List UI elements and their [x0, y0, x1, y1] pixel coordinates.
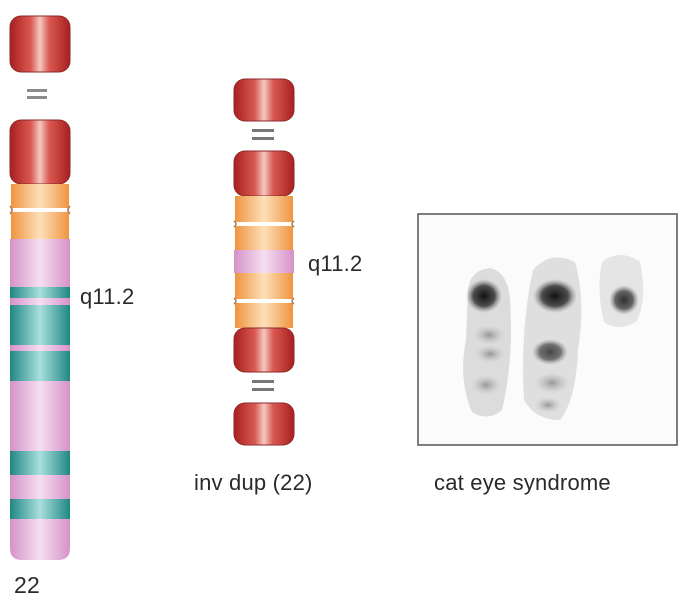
- chromosome-number-label: 22: [14, 572, 40, 598]
- band-teal: [10, 305, 70, 345]
- band-pink: [10, 239, 70, 287]
- band-orange: [235, 303, 293, 328]
- band-orange: [235, 273, 293, 299]
- band-teal: [10, 351, 70, 381]
- band-orange: [235, 226, 293, 250]
- band-pink: [10, 345, 70, 351]
- photo-chromosome-middle: [523, 257, 582, 420]
- short-arm-band: [9, 15, 71, 73]
- band-label-q11-left: q11.2: [80, 284, 135, 309]
- band-teal: [10, 499, 70, 519]
- stalk-mark: [252, 388, 274, 391]
- karyotype-photo: [417, 213, 678, 446]
- photo-chromosome-left: [463, 268, 511, 417]
- inv-dup-bottom-satellite: [233, 402, 295, 446]
- band-red: [9, 119, 71, 185]
- band-teal: [10, 451, 70, 475]
- stalk-mark: [27, 96, 47, 99]
- inv-dup-label: inv dup (22): [194, 470, 313, 495]
- constriction: [9, 205, 71, 215]
- band-red: [233, 327, 295, 373]
- band-orange: [235, 196, 293, 222]
- band-pink: [10, 475, 70, 499]
- band-orange: [11, 212, 69, 239]
- band-pink: [234, 250, 294, 273]
- inv-dup-chromosome: [233, 78, 295, 446]
- stalk-mark: [27, 89, 47, 92]
- stalk-mark: [252, 129, 274, 132]
- band-teal: [10, 287, 70, 298]
- band-orange: [11, 184, 69, 208]
- stalk-mark: [252, 380, 274, 383]
- stalk-mark: [252, 137, 274, 140]
- band-pink: [10, 298, 70, 305]
- chromosome-22: [9, 15, 71, 560]
- band-pink: [10, 519, 70, 560]
- inv-dup-top-satellite: [233, 78, 295, 122]
- constriction: [233, 220, 295, 305]
- band-pink: [10, 381, 70, 451]
- band-red: [233, 150, 295, 197]
- band-label-q11-middle: q11.2: [308, 251, 363, 276]
- photo-chromosome-right: [599, 255, 644, 327]
- cat-eye-syndrome-label: cat eye syndrome: [434, 470, 611, 495]
